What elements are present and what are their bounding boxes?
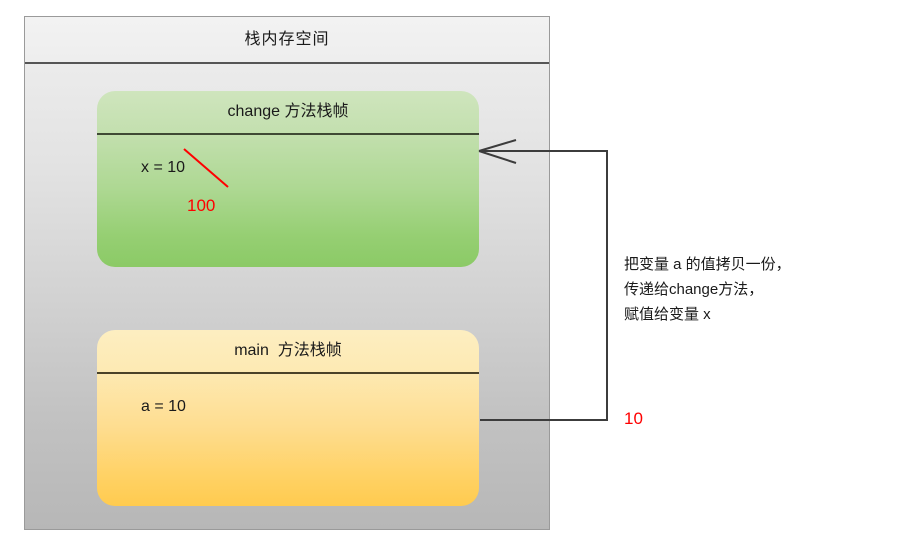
annotation-line: 传递给change方法，	[624, 281, 764, 298]
annotation-text-block: 把变量 a 的值拷贝一份， 传递给change方法， 赋值给变量 x	[624, 252, 874, 327]
stack-memory-title-bar: 栈内存空间	[25, 17, 549, 64]
change-frame-header: change 方法栈帧	[97, 91, 479, 135]
change-frame-variable-x: x = 10	[141, 159, 186, 176]
main-frame-variable-a: a = 10	[141, 398, 186, 415]
strikethrough-icon	[183, 148, 229, 188]
change-frame-new-value: 100	[187, 196, 216, 215]
stack-memory-container: 栈内存空间 change 方法栈帧 x = 10 100 main 方法栈帧 a…	[24, 16, 550, 530]
main-frame-header-label: main 方法栈帧	[234, 342, 342, 359]
change-method-frame: change 方法栈帧 x = 10 100	[97, 91, 479, 267]
annotation-line: 把变量 a 的值拷贝一份，	[624, 256, 791, 273]
main-frame-header: main 方法栈帧	[97, 330, 479, 374]
change-frame-header-label: change 方法栈帧	[227, 103, 349, 120]
annotation-line: 赋值给变量 x	[624, 306, 711, 323]
passed-value-label: 10	[624, 409, 643, 428]
main-method-frame: main 方法栈帧 a = 10	[97, 330, 479, 506]
stack-memory-title: 栈内存空间	[244, 30, 330, 48]
